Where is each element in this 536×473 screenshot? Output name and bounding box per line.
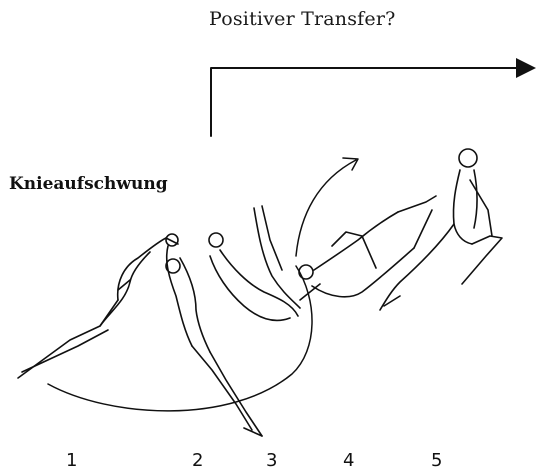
- phase-number-4: 4: [343, 450, 355, 471]
- swing-arc: [47, 265, 313, 412]
- gymnast-figure-3: [208, 205, 301, 322]
- phase-number-5: 5: [431, 450, 443, 471]
- gymnast-figure-4: [298, 195, 437, 301]
- gymnast-figure-1: [17, 233, 179, 379]
- phase-number-1: 1: [66, 450, 78, 471]
- phase-number-2: 2: [192, 450, 204, 471]
- arrow-head-icon: [516, 58, 536, 78]
- phase-number-3: 3: [266, 450, 278, 471]
- diagram-title: Positiver Transfer?: [209, 8, 396, 30]
- upswing-arrow: [295, 157, 359, 257]
- gymnast-figure-5: [379, 148, 503, 311]
- gymnast-figure-2: [165, 245, 263, 437]
- movement-label: Knieaufschwung: [9, 174, 168, 194]
- transfer-arrow: [210, 58, 536, 137]
